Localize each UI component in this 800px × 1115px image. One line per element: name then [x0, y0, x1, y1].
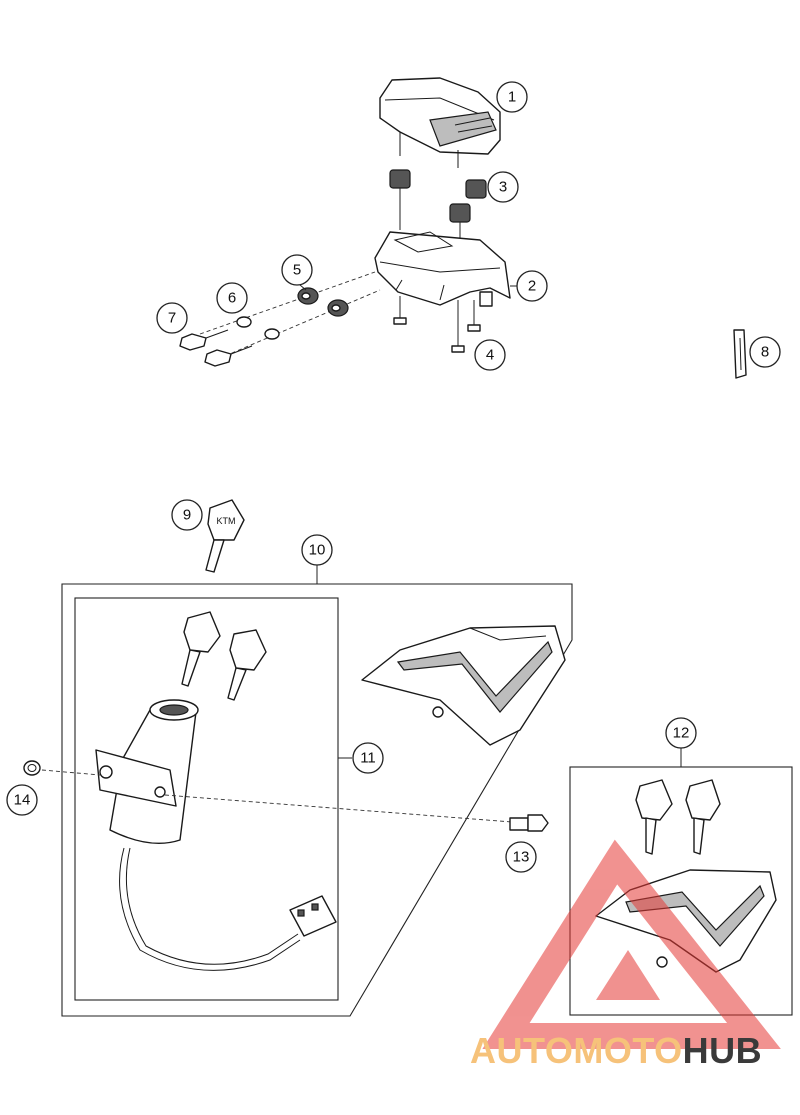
watermark-brand: AUTOMOTOHUB — [470, 1030, 762, 1072]
svg-text:13: 13 — [513, 849, 530, 866]
callout-12: 12 — [665, 717, 697, 749]
svg-text:14: 14 — [14, 792, 31, 809]
callout-10: 10 — [301, 534, 333, 566]
callout-6: 6 — [216, 282, 248, 314]
svg-text:5: 5 — [293, 262, 301, 279]
cluster-holder — [374, 231, 511, 307]
mounting-hardware — [179, 271, 381, 367]
svg-text:11: 11 — [360, 750, 376, 767]
snap-ring — [23, 760, 41, 776]
callout-8: 8 — [749, 336, 781, 368]
svg-text:9: 9 — [183, 507, 191, 524]
callout-11: 11 — [352, 742, 384, 774]
callout-5: 5 — [281, 254, 313, 286]
svg-text:1: 1 — [508, 89, 516, 106]
callout-13: 13 — [505, 841, 537, 873]
lock-screw — [509, 814, 549, 832]
callout-3: 3 — [487, 171, 519, 203]
ignition-keys — [181, 611, 267, 701]
svg-text:3: 3 — [499, 179, 507, 196]
lock-cover — [361, 625, 566, 746]
callout-9: 9 — [171, 499, 203, 531]
cover-set-keys — [635, 779, 721, 855]
grommet-rubber — [389, 169, 487, 223]
svg-text:KTM: KTM — [217, 516, 236, 526]
ignition-lock-frame — [74, 597, 339, 1001]
svg-text:4: 4 — [486, 347, 494, 364]
svg-text:8: 8 — [761, 344, 769, 361]
callout-7: 7 — [156, 302, 188, 334]
callout-2: 2 — [516, 270, 548, 302]
screw — [393, 296, 481, 353]
svg-text:7: 7 — [168, 310, 176, 327]
key-blank: KTM — [205, 499, 245, 573]
svg-text:12: 12 — [673, 725, 690, 742]
svg-text:6: 6 — [228, 290, 236, 307]
watermark-text-main: AUTOMOTO — [470, 1030, 683, 1071]
lock-set-frame — [61, 583, 573, 1017]
callout-1: 1 — [496, 81, 528, 113]
cable-tie — [733, 329, 747, 379]
svg-text:10: 10 — [309, 542, 326, 559]
callout-14: 14 — [6, 784, 38, 816]
svg-text:2: 2 — [528, 278, 536, 295]
instrument-cluster — [379, 77, 501, 168]
ignition-lock — [95, 699, 337, 971]
watermark-text-hub: HUB — [682, 1030, 763, 1071]
callout-4: 4 — [474, 339, 506, 371]
watermark-logo — [482, 839, 781, 1049]
